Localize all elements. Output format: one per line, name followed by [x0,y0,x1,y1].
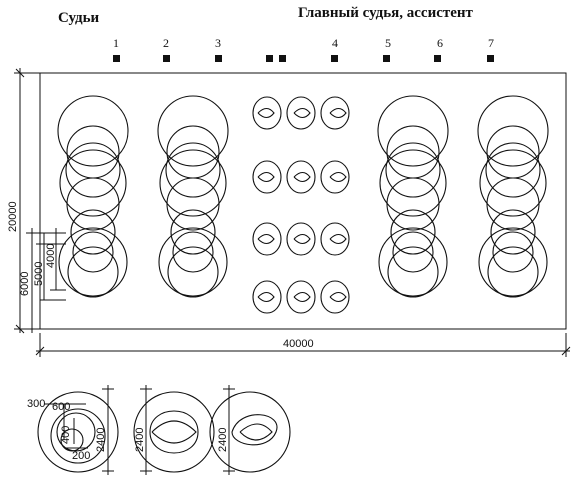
dim-field-width: 40000 [283,338,314,350]
judge-seat-1 [113,55,120,62]
loop-row-3 [252,222,350,256]
judge-seat-4 [331,55,338,62]
judge-number-5: 5 [385,36,391,50]
rink-outline [39,72,567,330]
judge-number-1: 1 [113,36,119,50]
detail-figure-1 [37,391,119,473]
left-dimension-lines [14,68,92,334]
judge-number-6: 6 [437,36,443,50]
judge-seat-7 [487,55,494,62]
dim-2400-c: 2400 [217,428,229,452]
chief-seat-b [279,55,286,62]
dim-200: 200 [72,450,90,462]
loop-row-1 [252,96,350,130]
dim-6000: 6000 [19,272,31,296]
dim-400: 400 [60,426,72,444]
loop-row-4 [252,280,350,314]
figure-group-1 [57,95,129,298]
judge-number-2: 2 [163,36,169,50]
figure-group-3 [377,95,449,298]
judge-seat-2 [163,55,170,62]
bottom-dimension-line [35,333,571,357]
judge-number-4: 4 [332,36,338,50]
judges-label: Судьи [58,10,100,26]
judge-seat-6 [434,55,441,62]
detail-2-dimension [140,385,152,475]
judge-seat-5 [383,55,390,62]
judge-seats [113,55,494,62]
dim-300: 300 [27,398,45,410]
chief-seat-a [266,55,273,62]
judge-seat-3 [215,55,222,62]
detail-figure-2 [133,391,215,473]
dim-4000: 4000 [45,244,57,268]
dim-2400-a: 2400 [95,428,107,452]
loop-row-2 [252,160,350,194]
dim-field-height: 20000 [7,201,19,232]
dim-5000: 5000 [33,262,45,286]
detail-1-dimensions [44,385,114,475]
detail-3-dimension [223,385,235,475]
loop-figures [252,96,350,314]
detail-figure-3 [209,391,291,473]
figure-group-2 [157,95,229,298]
judge-number-7: 7 [488,36,494,50]
chief-judge-label: Главный судья, ассистент [298,5,474,21]
figure-group-4 [477,95,549,298]
dim-2400-b: 2400 [134,428,146,452]
judge-number-3: 3 [215,36,221,50]
dim-600: 600 [52,401,70,413]
